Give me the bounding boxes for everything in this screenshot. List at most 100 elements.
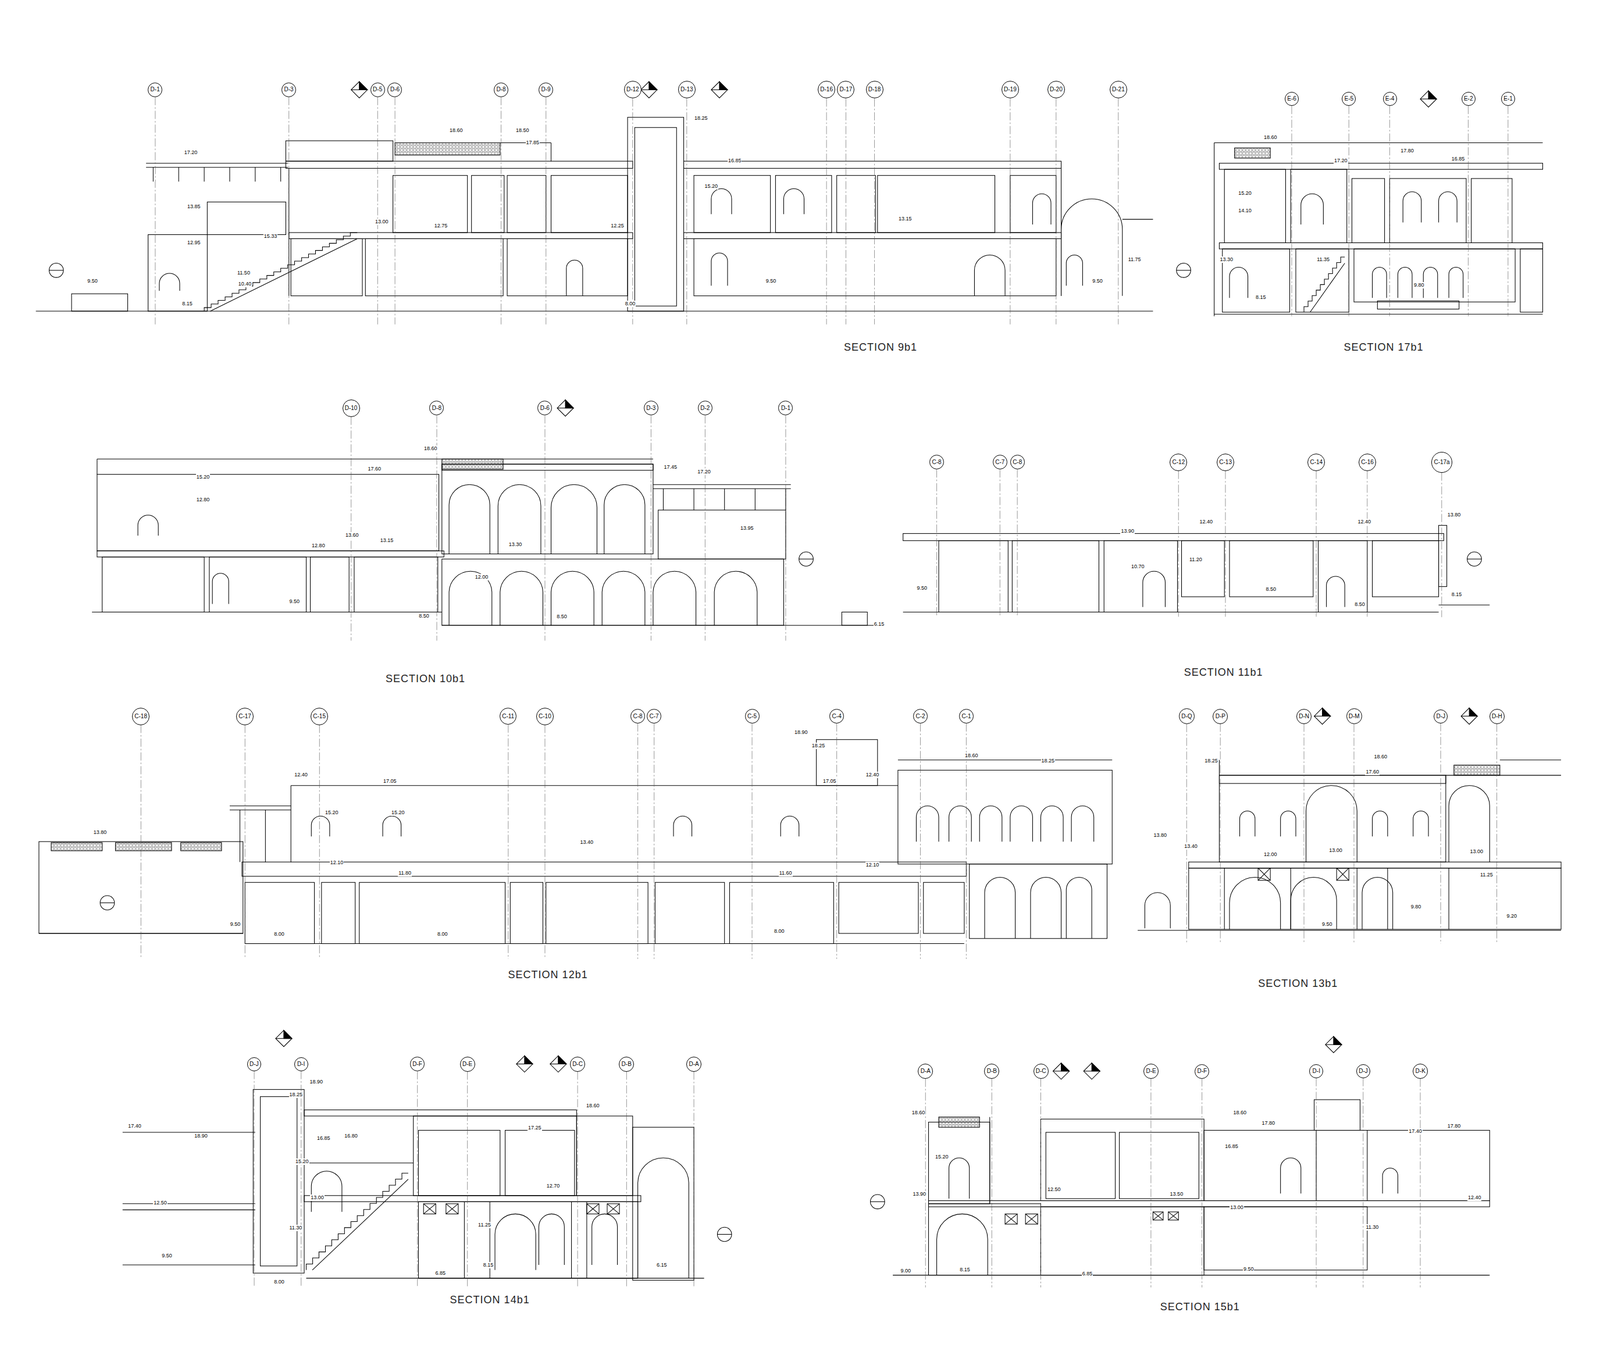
grid-line: [920, 723, 921, 960]
arched-opening: [449, 484, 490, 554]
section-marker-fill: [565, 400, 574, 409]
level-label: 8.50: [556, 613, 568, 620]
level-label: 17.20: [183, 149, 199, 156]
level-label: 11.25: [477, 1221, 492, 1229]
duct-box: [586, 1203, 600, 1215]
grid-bubble: E-1: [1501, 91, 1516, 106]
level-label: 18.25: [693, 115, 709, 122]
floor-line: [97, 458, 654, 460]
level-label: 13.95: [739, 525, 755, 532]
wall-outline: [1229, 540, 1314, 597]
level-label: 17.45: [663, 464, 678, 471]
level-label: 12.10: [329, 859, 345, 867]
level-label: 18.25: [289, 1091, 304, 1099]
section-marker-fill: [1469, 707, 1478, 716]
level-label: 8.00: [273, 1278, 285, 1286]
level-label: 17.40: [1408, 1128, 1423, 1135]
level-label: 18.60: [449, 127, 464, 134]
section-title: SECTION 11b1: [1182, 666, 1265, 679]
grid-line: [1220, 723, 1221, 944]
lattice-parapet: [442, 458, 504, 470]
wall-outline: [1219, 775, 1446, 784]
duct-cross: [586, 1203, 600, 1215]
grid-label: D-18: [868, 86, 882, 93]
arched-opening: [1362, 877, 1393, 930]
level-label: 15.20: [324, 809, 340, 816]
wall-outline: [241, 861, 967, 877]
level-label: 8.15: [1255, 294, 1267, 301]
grid-label: D-6: [390, 86, 400, 93]
grid-label: C-17: [238, 713, 252, 720]
wall-outline: [877, 175, 996, 233]
grid-line: [1348, 105, 1350, 317]
arched-opening: [1372, 267, 1388, 299]
grid-line: [288, 97, 290, 325]
grid-line: [507, 724, 509, 960]
wall-outline: [471, 175, 505, 233]
grid-line: [1178, 471, 1179, 618]
wall-outline: [683, 232, 1062, 240]
wall-outline: [97, 550, 444, 558]
lattice-parapet: [115, 842, 172, 851]
grid-line: [140, 724, 142, 959]
level-label: 13.00: [374, 218, 390, 226]
grid-bubble: D-A: [686, 1056, 702, 1072]
wall-outline: [393, 175, 468, 233]
arched-opening: [382, 815, 402, 837]
level-label: 16.85: [727, 157, 743, 165]
level-label: 17.20: [696, 468, 712, 476]
level-label: 18.60: [1232, 1109, 1247, 1117]
floor-line: [1387, 868, 1388, 930]
level-label: 9.50: [161, 1252, 173, 1260]
level-label: 13.40: [1183, 843, 1199, 850]
level-label: 12.40: [1467, 1194, 1482, 1202]
wall-outline: [658, 510, 786, 559]
duct-cross: [446, 1203, 459, 1215]
grid-bubble: C-1: [959, 708, 974, 724]
wall-outline: [898, 770, 1113, 864]
grid-bubble: D-B: [618, 1056, 634, 1072]
level-label: 8.50: [418, 613, 430, 620]
arched-opening: [449, 571, 493, 626]
wall-outline: [969, 864, 1108, 939]
grid-bubble: D-17: [836, 80, 855, 99]
wall-outline: [418, 1130, 500, 1196]
level-label: 11.75: [1127, 256, 1142, 263]
grid-label: D-3: [646, 405, 656, 412]
duct-box: [1258, 868, 1271, 881]
level-label: 17.80: [1399, 147, 1415, 155]
level-label: 18.25: [811, 742, 826, 750]
lattice-parapet: [1454, 765, 1500, 776]
arched-opening: [1306, 785, 1358, 863]
grid-bubble: D-5: [370, 82, 386, 98]
duct-cross: [423, 1203, 436, 1215]
section-title: SECTION 17b1: [1342, 340, 1426, 354]
level-label: 13.30: [1219, 256, 1235, 263]
arched-opening: [1229, 877, 1281, 930]
wall-outline: [102, 557, 205, 613]
level-label: 18.60: [1263, 134, 1278, 141]
level-label: 12.80: [196, 496, 211, 504]
grid-label: D-13: [680, 86, 694, 93]
arched-opening: [673, 815, 693, 837]
wall-outline: [1040, 1119, 1204, 1201]
level-label: 17.60: [367, 465, 383, 473]
arched-opening: [984, 877, 1016, 939]
section-title: SECTION 9b1: [842, 340, 919, 354]
section-marker-line: [1053, 1070, 1070, 1072]
wall-outline: [505, 1130, 575, 1196]
pergola-post: [204, 167, 205, 183]
wall-outline: [507, 238, 628, 296]
arched-opening: [711, 189, 732, 215]
section-marker-line: [557, 407, 574, 409]
grid-line: [1467, 105, 1469, 317]
grid-line: [637, 723, 639, 960]
floor-line: [903, 611, 1439, 613]
grid-bubble: D-M: [1346, 708, 1363, 725]
level-label: 13.90: [1120, 528, 1135, 535]
stair-stringer: [1310, 263, 1346, 313]
arched-opening: [783, 189, 804, 215]
wall-outline: [304, 1195, 641, 1203]
arched-opening: [311, 1171, 342, 1213]
floor-line: [892, 1274, 1490, 1276]
